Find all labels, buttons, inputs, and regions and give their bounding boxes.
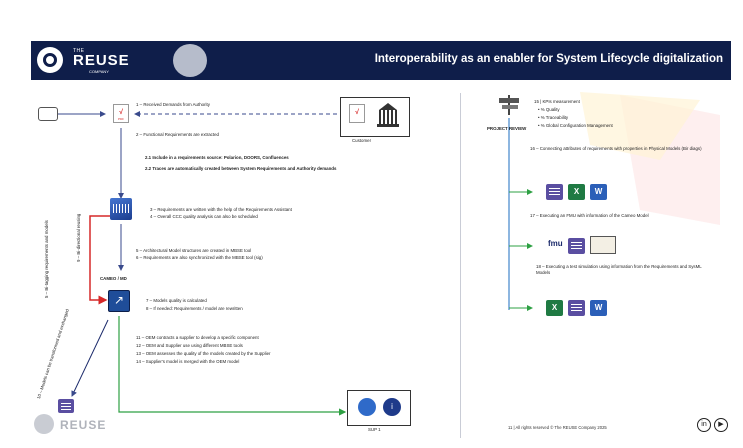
- customer-box: √: [340, 97, 410, 137]
- brand-company: COMPANY: [89, 69, 109, 74]
- step-12-label: 12 – OEM and Supplier use using differen…: [136, 343, 243, 348]
- kpi-item-traceability: • % Traceability: [538, 115, 569, 120]
- supplier-tool-b-icon: i: [383, 398, 401, 416]
- customer-pdf-icon: √: [349, 104, 365, 123]
- excel-icon-1: X: [568, 184, 585, 200]
- red-loop-arrow: [89, 215, 110, 305]
- step-17-label: 17 – Executing an FMU with information o…: [530, 213, 649, 218]
- export-stack-icon: [58, 399, 74, 413]
- vertical-label-reusing: 9 – Bi-directional reusing: [76, 213, 81, 262]
- partner-seal-icon: [173, 44, 207, 77]
- arrow-cameo-to-export: [71, 319, 109, 397]
- step-2-1-label: 2.1 Include in a requirements source: Po…: [145, 155, 289, 160]
- database-icon: [38, 107, 58, 121]
- green-arrow-to-supplier: [118, 316, 347, 416]
- vertical-label-bi-tagging: 5 – Bi-tagging requirements and models: [44, 220, 49, 298]
- step-4-label: 4 – Overall CCC quality analysis can als…: [150, 214, 258, 219]
- step-5-label: 5 – Architectural Model structures are c…: [136, 248, 252, 253]
- project-review-label: PROJECT REVIEW: [487, 126, 527, 131]
- footer-copyright: 11 | All rights reserved © The REUSE Com…: [508, 425, 607, 430]
- bottom-logo-icon: [34, 414, 54, 434]
- step-18-label: 18 – Executing a test simulation using i…: [536, 264, 702, 275]
- simulation-panel-icon: [590, 236, 616, 254]
- bottom-logo-name: REUSE: [60, 418, 107, 432]
- step-8-label: 8 – If needed: Requirements / model are …: [146, 306, 243, 311]
- step-14-label: 14 – Supplier's model is merged with the…: [136, 359, 240, 364]
- step-3-label: 3 – Requirements are written with the he…: [150, 207, 292, 212]
- cameo-label: CAMEO / MD: [100, 276, 127, 281]
- step-16-label: 16 – Connecting attributes of requiremen…: [530, 146, 702, 151]
- linkedin-icon[interactable]: in: [697, 418, 711, 432]
- kpi-item-configuration: • % Global Configuration Management: [538, 123, 613, 128]
- model-stack-icon-2: [568, 238, 585, 254]
- pdf-icon: √ PDF: [113, 104, 129, 123]
- step-2-2-label: 2.2 Traces are automatically created bet…: [145, 166, 337, 171]
- requirements-assistant-icon: [110, 198, 132, 220]
- reuse-logo-icon: [37, 47, 63, 73]
- customer-label: Customer: [352, 138, 372, 143]
- brand-the: THE: [73, 48, 85, 54]
- step-11-label: 11 – OEM contracts a supplier to develop…: [136, 335, 259, 340]
- step-13-label: 13 – OEM assesses the quality of the mod…: [136, 351, 271, 356]
- step-7-label: 7 – Models quality is calculated: [146, 298, 207, 303]
- header-bar: THE REUSE COMPANY Interoperability as an…: [31, 41, 731, 80]
- cameo-tool-icon: [108, 290, 130, 312]
- kpi-title: 15 | KPIs measurement: [534, 99, 580, 104]
- signpost-icon: [499, 95, 519, 115]
- youtube-icon[interactable]: ▶: [714, 418, 728, 432]
- model-stack-icon-3: [568, 300, 585, 316]
- building-icon: [377, 103, 399, 127]
- supplier-tool-a-icon: [358, 398, 376, 416]
- word-icon-2: W: [590, 300, 607, 316]
- supplier-label: SUP 1: [368, 427, 381, 432]
- word-icon-1: W: [590, 184, 607, 200]
- supplier-box: i: [347, 390, 411, 426]
- fmu-logo: fmu: [548, 239, 563, 248]
- kpi-item-quality: • % Quality: [538, 107, 560, 112]
- brand-name: REUSE: [73, 52, 130, 69]
- decorative-shape-yellow: [580, 92, 700, 160]
- step-1-label: 1 – Received Demands from Authority: [136, 102, 210, 107]
- excel-icon-2: X: [546, 300, 563, 316]
- step-2-label: 2 – Functional Requirements are extracte…: [136, 132, 219, 137]
- column-divider: [460, 93, 461, 438]
- slide-title: Interoperability as an enabler for Syste…: [374, 53, 723, 65]
- step-6-label: 6 – Requirements are also synchronized w…: [136, 255, 263, 260]
- model-stack-icon-1: [546, 184, 563, 200]
